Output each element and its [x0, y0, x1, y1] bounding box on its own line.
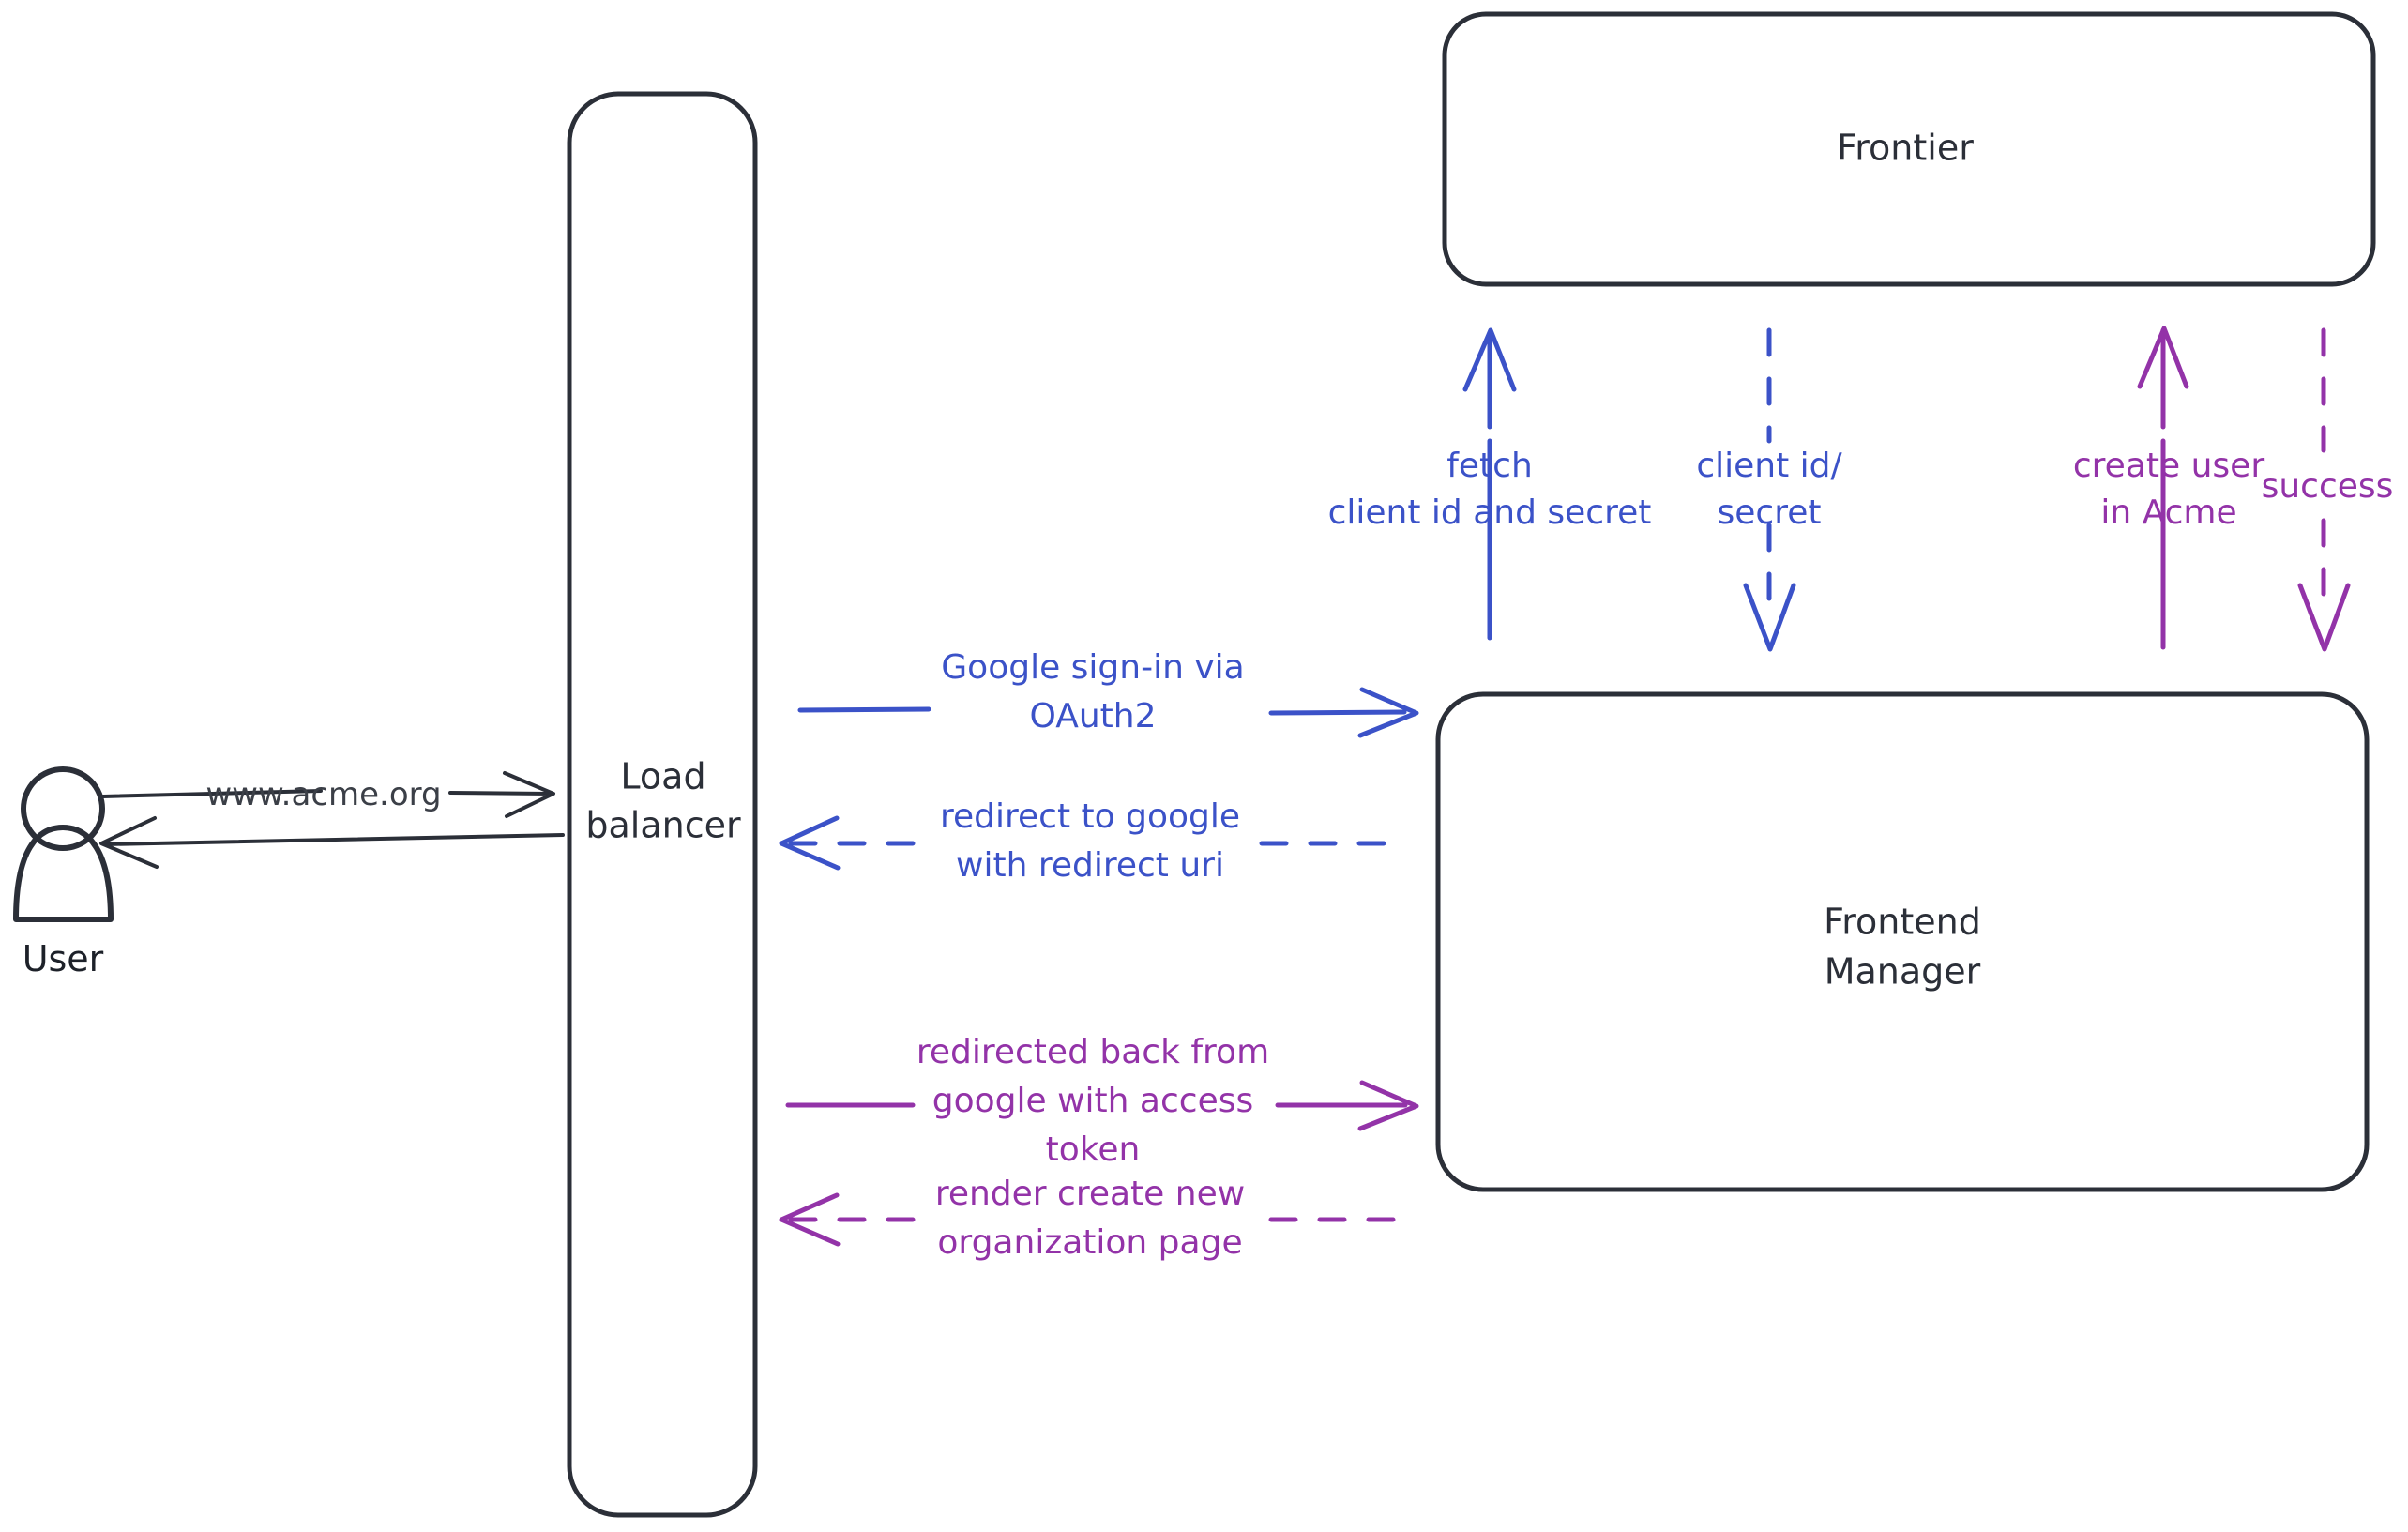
node-frontend-manager[interactable]: Frontend Manager	[1435, 691, 2370, 1192]
frontend-manager-label-line2: Manager	[1825, 951, 1981, 993]
edge-render-label-line2: organization page	[937, 1223, 1242, 1262]
edge-signin-label-line1: Google sign-in via	[941, 648, 1244, 687]
frontier-label: Frontier	[1837, 128, 1974, 169]
edge-render-label-line1: render create new	[935, 1175, 1245, 1213]
edge-fm-to-lb-redirect[interactable]: redirect to google with redirect uri	[779, 797, 1410, 885]
load-balancer-box	[567, 91, 758, 1518]
edge-create-user-label-line2: in Acme	[2100, 493, 2236, 532]
edge-creds-label-line1: client id/	[1696, 447, 1842, 485]
edge-creds-label-line2: secret	[1718, 493, 1822, 532]
edge-frontier-to-fm-creds[interactable]: client id/ secret	[1696, 327, 1843, 652]
edge-create-user-label-line1: create user	[2073, 447, 2264, 485]
user-head-icon	[21, 766, 105, 851]
edge-token-label-line2: google with access	[932, 1082, 1253, 1120]
edge-lb-to-fm-token[interactable]: redirected back from google with access …	[785, 1033, 1419, 1169]
frontier-box	[1442, 11, 2376, 287]
load-balancer-label-line2: balancer	[585, 805, 741, 846]
edge-token-label-line3: token	[1046, 1130, 1141, 1169]
edge-fetch-label-line1: fetch	[1446, 447, 1533, 485]
actor-user[interactable]: User	[13, 766, 114, 979]
edge-fetch-label-line2: client id and secret	[1328, 493, 1652, 532]
edge-fm-to-frontier-fetch[interactable]: fetch client id and secret	[1328, 327, 1652, 641]
edge-lb-to-user[interactable]	[99, 816, 565, 869]
edge-redirect-label-line2: with redirect uri	[956, 846, 1224, 885]
node-frontier[interactable]: Frontier	[1442, 11, 2376, 287]
edge-signin-label-line2: OAuth2	[1030, 697, 1157, 736]
load-balancer-label-line1: Load	[620, 756, 705, 797]
frontend-manager-label-line1: Frontend	[1824, 902, 1981, 943]
edge-fm-to-lb-render[interactable]: render create new organization page	[779, 1175, 1410, 1262]
edge-user-to-lb-label: www.acme.org	[205, 776, 441, 813]
edge-redirect-label-line1: redirect to google	[940, 797, 1240, 836]
actor-user-label: User	[23, 938, 104, 979]
edge-fm-to-frontier-create-user[interactable]: create user in Acme	[2073, 326, 2264, 650]
edge-success-label: success	[2262, 467, 2394, 506]
edge-frontier-to-fm-success[interactable]: success	[2262, 327, 2394, 652]
edge-lb-to-fm-signin[interactable]: Google sign-in via OAuth2	[797, 648, 1419, 738]
edge-user-to-lb[interactable]: www.acme.org	[101, 771, 555, 818]
frontend-manager-box	[1435, 691, 2370, 1192]
node-load-balancer[interactable]: Load balancer	[567, 91, 758, 1518]
edge-token-label-line1: redirected back from	[916, 1033, 1269, 1071]
user-body-icon	[13, 825, 114, 922]
